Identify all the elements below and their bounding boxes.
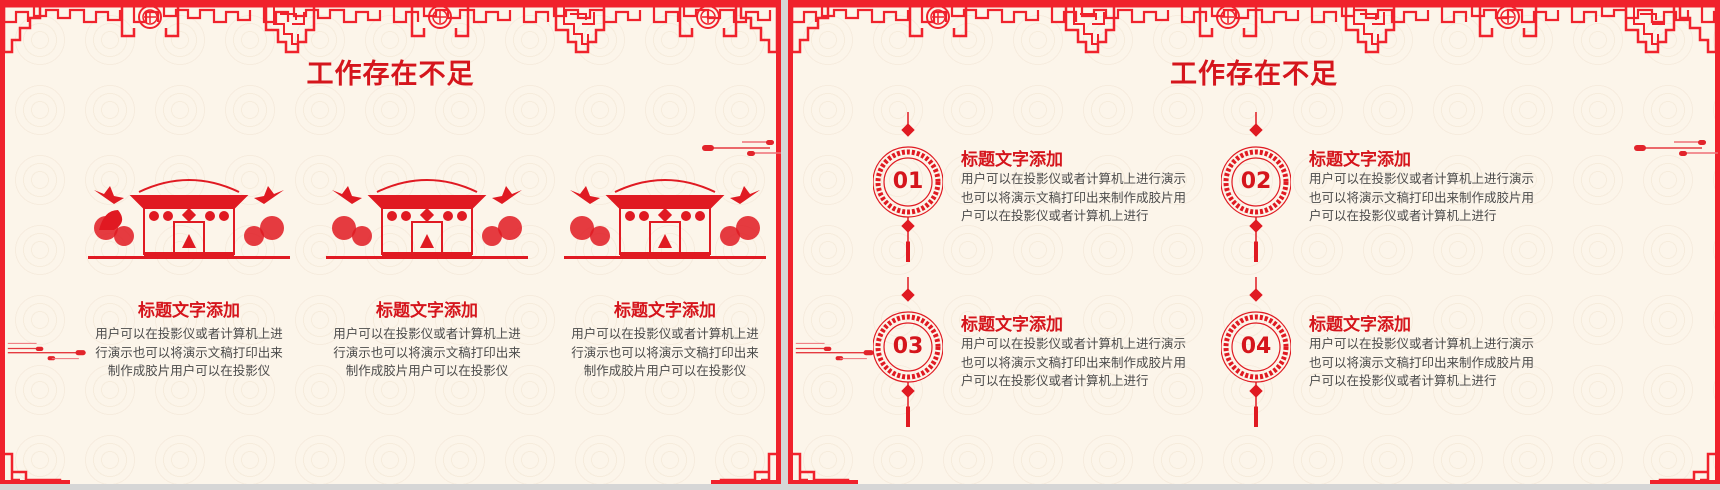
card-title: 标题文字添加 [614,301,716,321]
item-body: 用户可以在投影仪或者计算机上进行演示也可以将演示文稿打印出来制作成胶片用户可以在… [961,171,1187,223]
corner-fretwork-bottom-right [711,452,778,484]
item-number: 03 [892,334,924,359]
papercut-house-icon [326,179,528,259]
papercut-house-icon [564,179,766,259]
chinese-knot-ring-icon: 04 [1220,277,1292,428]
slide-2: 工作存在不足 [788,0,1720,484]
item-number: 02 [1240,169,1272,194]
item-title: 标题文字添加 [961,150,1063,170]
card-body: 用户可以在投影仪或者计算机上进行演示也可以将演示文稿打印出来制作成胶片用户可以在… [571,326,759,378]
item-body: 用户可以在投影仪或者计算机上进行演示也可以将演示文稿打印出来制作成胶片用户可以在… [1309,336,1535,388]
list-item-1: 01 标题文字添加 用户可以在投影仪或者计算机上进行演示也可以将演示文稿打印出来… [872,112,1213,263]
chinese-knot-ring-icon: 02 [1220,112,1292,263]
card-2: 标题文字添加 用户可以在投影仪或者计算机上进行演示也可以将演示文稿打印出来制作成… [322,170,532,381]
cloud-stroke-decoration [795,342,874,361]
corner-fretwork-bottom-right [1650,452,1717,484]
item-number: 04 [1240,334,1272,359]
corner-fretwork-bottom-left [3,452,70,484]
cloud-stroke-decoration [1634,140,1718,156]
slide-title: 工作存在不足 [1170,59,1338,90]
cloud-stroke-decoration [7,342,86,361]
card-1: 标题文字添加 用户可以在投影仪或者计算机上进行演示也可以将演示文稿打印出来制作成… [84,170,294,381]
top-fretwork-border [0,0,781,60]
right-border [1715,0,1720,484]
chinese-knot-ring-icon: 03 [872,277,944,428]
card-body: 用户可以在投影仪或者计算机上进行演示也可以将演示文稿打印出来制作成胶片用户可以在… [95,326,283,378]
item-title: 标题文字添加 [1309,315,1411,335]
list-item-3: 03 标题文字添加 用户可以在投影仪或者计算机上进行演示也可以将演示文稿打印出来… [872,277,1213,428]
left-border [0,0,5,484]
item-number: 01 [892,169,924,194]
slide-title: 工作存在不足 [306,59,475,90]
papercut-house-icon [88,179,290,259]
item-body: 用户可以在投影仪或者计算机上进行演示也可以将演示文稿打印出来制作成胶片用户可以在… [1309,171,1535,223]
list-item-2: 02 标题文字添加 用户可以在投影仪或者计算机上进行演示也可以将演示文稿打印出来… [1220,112,1561,263]
corner-fretwork-bottom-left [791,452,858,484]
left-border [788,0,793,484]
item-body: 用户可以在投影仪或者计算机上进行演示也可以将演示文稿打印出来制作成胶片用户可以在… [961,336,1187,388]
slide-1: 工作存在不足 [0,0,781,484]
right-border [776,0,781,484]
list-item-4: 04 标题文字添加 用户可以在投影仪或者计算机上进行演示也可以将演示文稿打印出来… [1220,277,1561,428]
card-title: 标题文字添加 [138,301,240,321]
chinese-knot-ring-icon: 01 [872,112,944,263]
top-fretwork-border [788,0,1720,60]
cloud-stroke-decoration [702,140,781,156]
item-title: 标题文字添加 [1309,150,1411,170]
item-title: 标题文字添加 [961,315,1063,335]
card-body: 用户可以在投影仪或者计算机上进行演示也可以将演示文稿打印出来制作成胶片用户可以在… [333,326,521,378]
card-3: 标题文字添加 用户可以在投影仪或者计算机上进行演示也可以将演示文稿打印出来制作成… [560,170,770,381]
card-title: 标题文字添加 [376,301,478,321]
